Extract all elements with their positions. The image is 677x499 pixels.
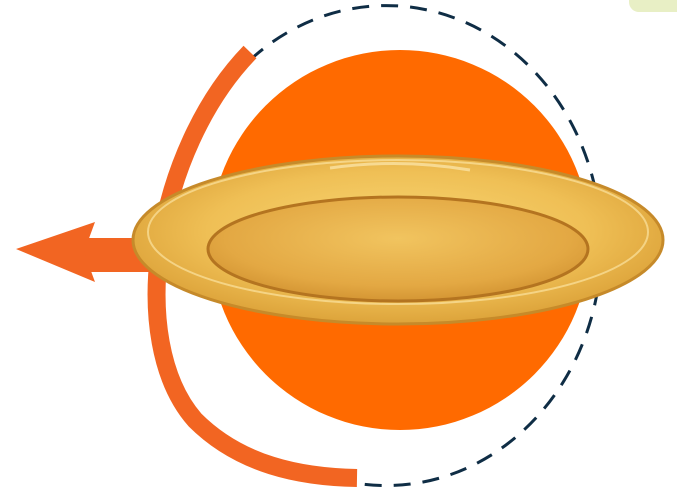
arrow-head <box>16 222 95 282</box>
plate-icon <box>133 156 663 324</box>
plate-well <box>208 197 588 301</box>
